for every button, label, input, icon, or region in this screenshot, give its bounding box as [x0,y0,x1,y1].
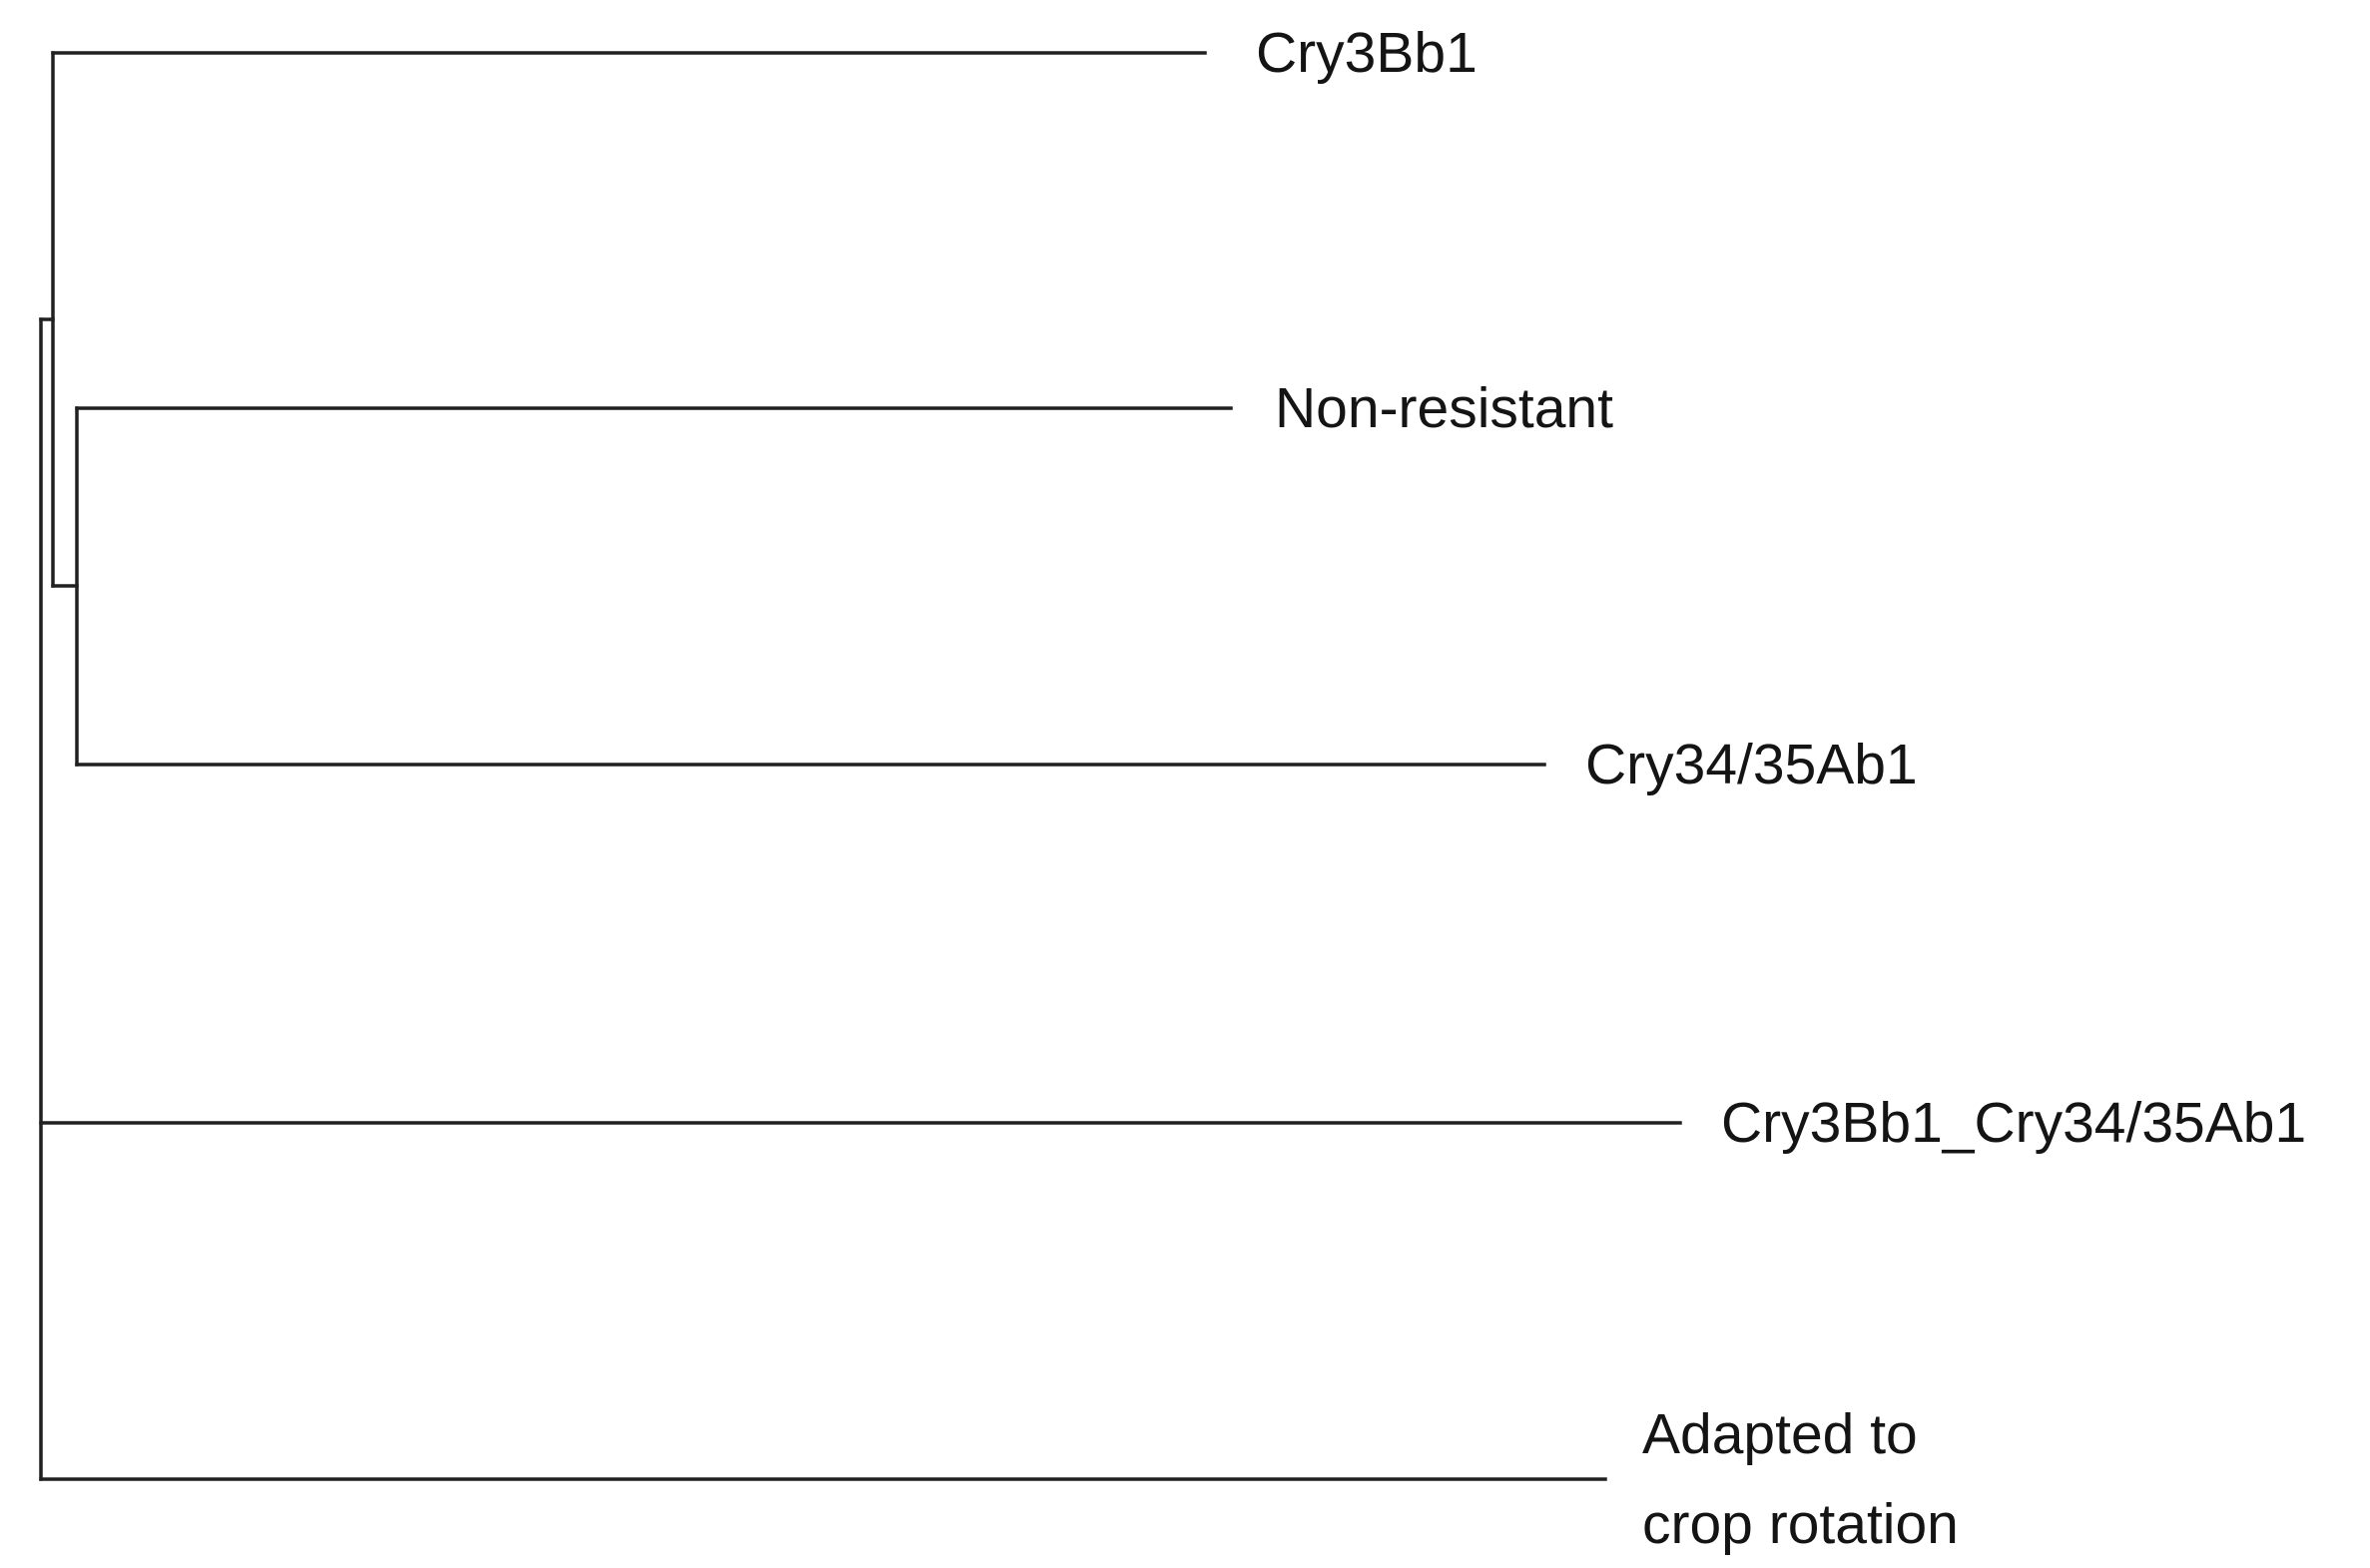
taxon-label-cry3bb1-cry34-35ab1: Cry3Bb1_Cry34/35Ab1 [1721,1078,2306,1168]
taxon-label-line: Non-resistant [1275,376,1613,440]
taxon-label-cry34-35ab1: Cry34/35Ab1 [1585,720,1918,809]
taxon-label-line: Cry3Bb1 [1256,21,1478,85]
taxon-label-line: Cry34/35Ab1 [1585,733,1918,796]
taxon-label-non-resistant: Non-resistant [1275,363,1613,453]
taxon-label-cry3bb1: Cry3Bb1 [1256,8,1478,98]
taxon-label-line: Adapted to [1642,1402,1918,1466]
taxon-label-adapted-to-crop-rotation: Adapted to crop rotation [1642,1389,1959,1568]
taxon-label-line: crop rotation [1642,1492,1959,1556]
taxon-label-line: Cry3Bb1_Cry34/35Ab1 [1721,1091,2307,1155]
